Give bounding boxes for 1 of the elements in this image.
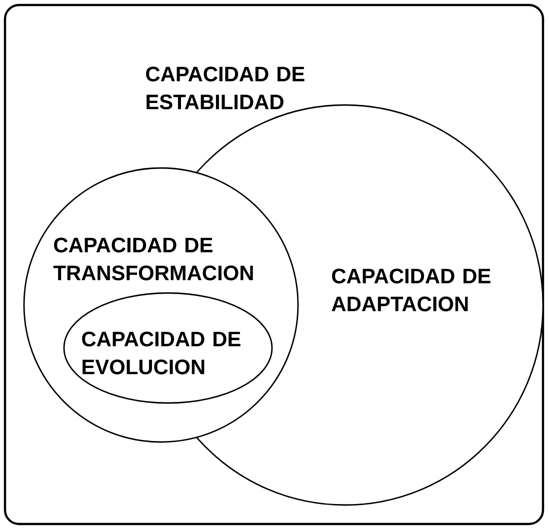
node-label: CAPACIDAD DE ADAPTACION: [332, 268, 490, 312]
